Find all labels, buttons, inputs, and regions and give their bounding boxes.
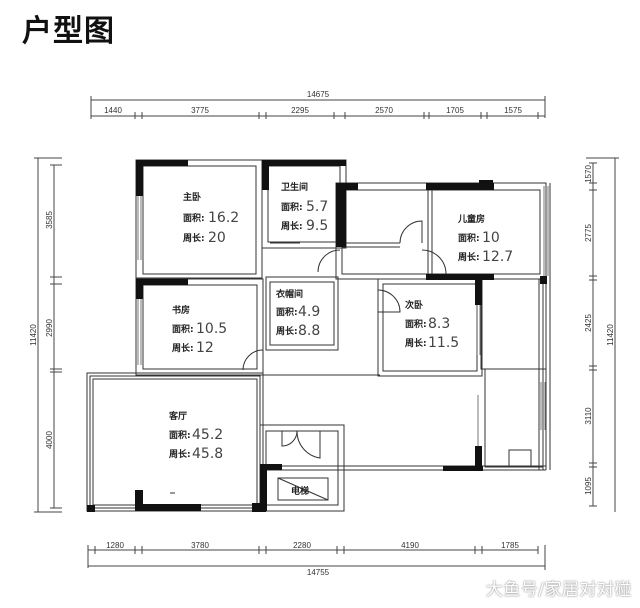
room-bathroom: 卫生间 面积: 5.7 周长: 9.5 xyxy=(281,181,328,234)
svg-text:12: 12 xyxy=(196,340,214,356)
svg-text:45.8: 45.8 xyxy=(192,446,223,462)
walls-solid xyxy=(87,160,547,512)
dim-bottom-1: 1280 xyxy=(106,541,124,550)
dim-right-4: 3110 xyxy=(584,407,593,425)
room-kids-room: 儿童房 面积: 10 周长: 12.7 xyxy=(457,213,513,265)
svg-text:面积:: 面积: xyxy=(281,201,303,213)
svg-text:周长:: 周长: xyxy=(405,337,427,349)
dim-top-4: 2570 xyxy=(375,106,393,115)
svg-text:10: 10 xyxy=(482,230,500,246)
svg-text:电梯: 电梯 xyxy=(291,485,309,497)
dim-top-2: 3775 xyxy=(191,106,209,115)
svg-text:面积:: 面积: xyxy=(172,323,194,335)
dim-left-2: 2990 xyxy=(45,319,54,337)
dim-right-5: 1095 xyxy=(584,477,593,495)
svg-text:衣帽间: 衣帽间 xyxy=(276,288,303,300)
svg-text:客厅: 客厅 xyxy=(168,410,187,422)
svg-text:5.7: 5.7 xyxy=(306,199,328,215)
watermark: 大鱼号/家居对对碰 xyxy=(485,580,632,600)
svg-text:10.5: 10.5 xyxy=(196,321,227,337)
windows xyxy=(137,186,549,446)
svg-text:9.5: 9.5 xyxy=(306,218,328,234)
walls-outline xyxy=(86,159,551,512)
svg-text:儿童房: 儿童房 xyxy=(457,213,485,225)
svg-text:周长:: 周长: xyxy=(281,220,303,232)
svg-text:主卧: 主卧 xyxy=(183,191,201,203)
dim-left-1: 3585 xyxy=(45,211,54,229)
svg-text:卫生间: 卫生间 xyxy=(281,181,308,193)
dim-right-2: 2775 xyxy=(584,224,593,242)
dim-bottom-2: 3780 xyxy=(191,541,209,550)
dim-bottom-5: 1785 xyxy=(501,541,519,550)
svg-text:45.2: 45.2 xyxy=(192,427,223,443)
svg-text:周长:: 周长: xyxy=(276,325,298,337)
room-second-bedroom: 次卧 面积: 8.3 周长: 11.5 xyxy=(405,299,459,351)
room-closet: 衣帽间 面积: 4.9 周长: 8.8 xyxy=(276,288,320,339)
room-living-room: 客厅 面积: 45.2 周长: 45.8 xyxy=(168,410,223,462)
svg-text:12.7: 12.7 xyxy=(482,249,513,265)
dimension-lines xyxy=(34,96,619,570)
dim-right-1: 1570 xyxy=(584,165,593,183)
dim-bottom-3: 2280 xyxy=(293,541,311,550)
dim-top-3: 2295 xyxy=(291,106,309,115)
svg-text:20: 20 xyxy=(208,230,226,246)
svg-text:周长:: 周长: xyxy=(183,232,205,244)
svg-text:面积:: 面积: xyxy=(405,318,427,330)
svg-text:11.5: 11.5 xyxy=(428,335,459,351)
door-swings xyxy=(242,220,447,459)
room-master-bedroom: 主卧 面积: 16.2 周长: 20 xyxy=(183,191,239,246)
dim-bottom-4: 4190 xyxy=(401,541,419,550)
svg-text:8.8: 8.8 xyxy=(298,323,320,339)
svg-text:周长:: 周长: xyxy=(172,342,194,354)
svg-text:4.9: 4.9 xyxy=(298,304,320,320)
dim-top-6: 1575 xyxy=(504,106,522,115)
dim-left-total: 11420 xyxy=(29,324,38,346)
dim-top-1: 1440 xyxy=(104,106,122,115)
svg-text:面积:: 面积: xyxy=(458,232,480,244)
svg-text:面积:: 面积: xyxy=(183,212,205,224)
room-study: 书房 面积: 10.5 周长: 12 xyxy=(172,304,227,356)
page-title: 户型图 xyxy=(22,14,115,49)
dim-left-3: 4000 xyxy=(45,431,54,449)
dim-bottom-total: 14755 xyxy=(307,568,330,577)
svg-text:周长:: 周长: xyxy=(169,448,191,460)
dim-right-3: 2425 xyxy=(584,314,593,332)
svg-text:书房: 书房 xyxy=(172,304,190,316)
svg-text:面积:: 面积: xyxy=(169,429,191,441)
svg-text:次卧: 次卧 xyxy=(405,299,423,311)
dim-top-total: 14675 xyxy=(307,90,330,99)
room-elevator: 电梯 xyxy=(291,485,309,497)
svg-text:8.3: 8.3 xyxy=(428,316,450,332)
svg-text:面积:: 面积: xyxy=(276,306,298,318)
dim-top-5: 1705 xyxy=(446,106,464,115)
svg-text:16.2: 16.2 xyxy=(208,210,239,226)
svg-text:周长:: 周长: xyxy=(458,251,480,263)
dim-right-total: 11420 xyxy=(606,324,615,346)
